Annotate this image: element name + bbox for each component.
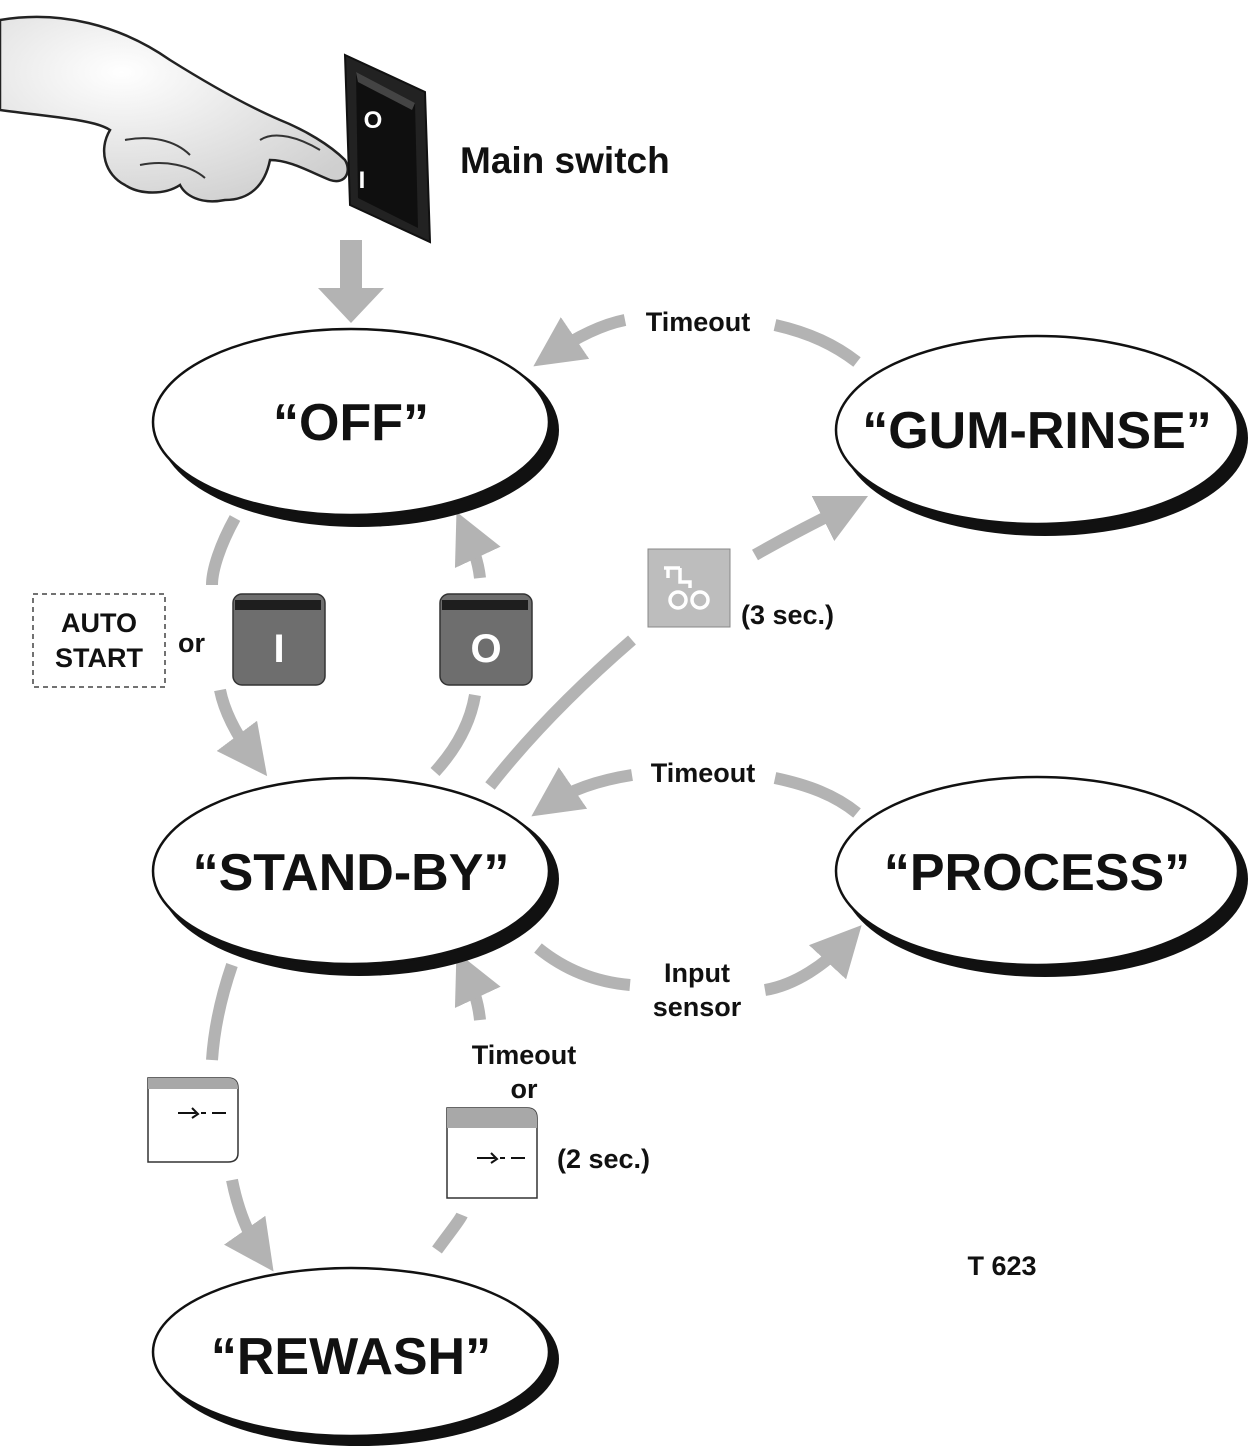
tap-cup-icon: [664, 566, 710, 610]
state-gum-rinse: “GUM-RINSE”: [834, 334, 1248, 536]
on-button-glyph: I: [273, 627, 284, 671]
arrow-process-to-standby: [531, 767, 633, 817]
hand-illustration: [0, 15, 349, 203]
gum-rinse-button[interactable]: [647, 548, 731, 628]
label-gumrinse-hold: (3 sec.): [741, 600, 834, 630]
auto-start-line1: AUTO: [61, 608, 137, 638]
state-standby-label: “STAND-BY”: [193, 844, 510, 902]
main-switch[interactable]: O I: [343, 53, 432, 244]
label-input-sensor-line1: Input: [664, 958, 730, 988]
switch-off-symbol: O: [364, 107, 383, 134]
rewash-return-button[interactable]: [446, 1107, 538, 1199]
label-input-sensor-line2: sensor: [653, 992, 742, 1022]
arrow-standby-to-process: [534, 943, 631, 991]
label-gumrinse-timeout: Timeout: [646, 307, 751, 337]
arrow-rewash-to-standby: [432, 1212, 468, 1254]
arrow-standby-to-rewash: [206, 963, 238, 1061]
rewash-return-icon: [477, 1152, 525, 1164]
transition-arrows: [206, 314, 869, 1272]
rewash-icon: [178, 1107, 226, 1119]
figure-id: T 623: [967, 1251, 1036, 1281]
state-rewash: “REWASH”: [151, 1266, 559, 1446]
label-rewash-hold: (2 sec.): [557, 1144, 650, 1174]
arrow-standby-to-off: [430, 693, 481, 777]
label-rewash-or: or: [511, 1074, 538, 1104]
label-process-timeout: Timeout: [651, 758, 756, 788]
state-gum-rinse-label: “GUM-RINSE”: [862, 402, 1212, 460]
rewash-button[interactable]: [147, 1077, 239, 1163]
power-on-arrow: [318, 240, 384, 323]
state-process-label: “PROCESS”: [884, 844, 1190, 902]
main-switch-label: Main switch: [460, 140, 670, 181]
arrow-gumrinse-to-off: [533, 314, 627, 367]
label-rewash-timeout: Timeout: [472, 1040, 577, 1070]
label-or: or: [178, 628, 205, 658]
on-button[interactable]: I: [232, 593, 326, 686]
state-process: “PROCESS”: [834, 775, 1248, 977]
auto-start-line2: START: [55, 643, 143, 673]
auto-start-box: AUTO START: [32, 593, 166, 688]
switch-on-symbol: I: [359, 167, 366, 194]
arrow-off-to-standby: [206, 515, 241, 586]
arrow-standby-to-gumrinse: [485, 635, 636, 790]
off-button[interactable]: O: [439, 593, 533, 686]
off-button-glyph: O: [470, 627, 501, 671]
state-standby: “STAND-BY”: [151, 776, 559, 976]
state-off-label: “OFF”: [273, 394, 429, 452]
state-rewash-label: “REWASH”: [211, 1328, 491, 1386]
state-off: “OFF”: [151, 327, 559, 527]
